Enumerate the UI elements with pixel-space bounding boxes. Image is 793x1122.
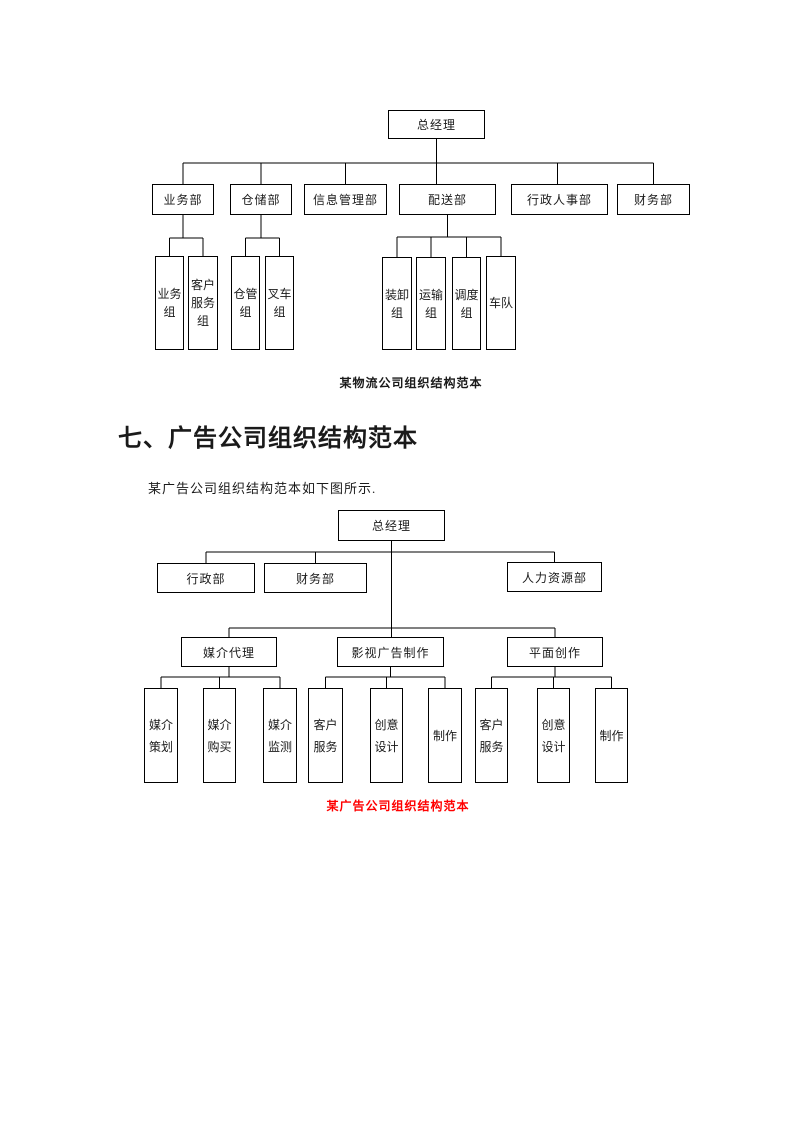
chart1-caption: 某物流公司组织结构范本 <box>339 376 483 390</box>
chart2-division-box-2: 平面创作 <box>507 637 603 667</box>
chart1-team-box-2: 仓管组 <box>231 256 260 350</box>
chart2-division-box-1: 影视广告制作 <box>337 637 444 667</box>
chart1-dept-box-2: 信息管理部 <box>304 184 387 215</box>
chart1-team-box-3: 叉车组 <box>265 256 294 350</box>
section-heading: 七、广告公司组织结构范本 <box>118 426 418 452</box>
chart1-dept-box-0: 业务部 <box>152 184 214 215</box>
chart1-team-box-7: 车队 <box>486 256 516 350</box>
chart2-team-box-8: 制作 <box>595 688 628 783</box>
chart1-dept-box-3: 配送部 <box>399 184 496 215</box>
chart2-root-box: 总经理 <box>338 510 445 541</box>
chart2-team-box-7: 创意设计 <box>537 688 570 783</box>
chart2-team-box-5: 制作 <box>428 688 462 783</box>
chart1-dept-box-1: 仓储部 <box>230 184 292 215</box>
chart1-team-box-4: 装卸组 <box>382 257 412 350</box>
chart2-division-box-0: 媒介代理 <box>181 637 277 667</box>
chart1-team-box-1: 客户服务组 <box>188 256 218 350</box>
chart2-team-box-3: 客户服务 <box>308 688 343 783</box>
chart2-dept-box-1: 财务部 <box>264 563 367 593</box>
chart1-dept-box-4: 行政人事部 <box>511 184 608 215</box>
chart1-team-box-5: 运输组 <box>416 257 446 350</box>
chart2-caption: 某广告公司组织结构范本 <box>326 799 470 813</box>
intro-paragraph: 某广告公司组织结构范本如下图所示. <box>148 481 377 496</box>
chart1-team-box-0: 业务组 <box>155 256 184 350</box>
chart1-team-box-6: 调度组 <box>452 257 481 350</box>
chart1-dept-box-5: 财务部 <box>617 184 690 215</box>
chart1-root-box: 总经理 <box>388 110 485 139</box>
chart2-dept-box-2: 人力资源部 <box>507 562 602 592</box>
chart2-team-box-4: 创意设计 <box>370 688 403 783</box>
chart2-dept-box-0: 行政部 <box>157 563 255 593</box>
chart2-team-box-1: 媒介购买 <box>203 688 236 783</box>
chart2-team-box-6: 客户服务 <box>475 688 508 783</box>
chart2-team-box-2: 媒介监测 <box>263 688 297 783</box>
chart2-team-box-0: 媒介策划 <box>144 688 178 783</box>
